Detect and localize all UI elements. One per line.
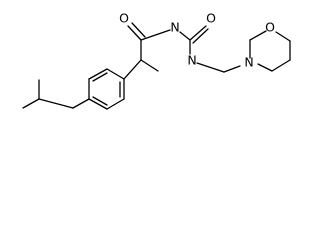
bond-urea-double-2 [192, 28, 209, 44]
bond-ring-inner-3 [92, 96, 108, 106]
bond-ch-methyl [140, 59, 159, 72]
bond-n-to-urea-c [179, 31, 191, 41]
bond-morpholine-6 [257, 63, 273, 72]
bond-ring-to-ch [123, 59, 142, 80]
bond-isobutyl-methyl-1 [22, 98, 40, 109]
chemical-structure-diagram: O N O N N O [22, 11, 291, 110]
bond-urea-double-1 [189, 25, 207, 41]
bond-n-to-ch2 [196, 62, 225, 73]
bond-ring-2 [88, 68, 108, 80]
bond-ch2-to-morpholine-n [223, 65, 241, 73]
atom-label-amide-nitrogen: N [170, 20, 179, 35]
bond-isobutyl-ch-ch2 [38, 98, 74, 109]
atom-label-morpholine-oxygen: O [265, 20, 275, 35]
bond-ring-6 [88, 98, 108, 110]
bond-lines [22, 22, 291, 110]
atom-label-morpholine-nitrogen: N [244, 55, 253, 70]
atom-label-amide-oxygen: O [119, 11, 129, 26]
bond-isobutyl-ch2-ring [72, 98, 90, 109]
bond-morpholine-3 [275, 31, 291, 42]
atom-label-urea-nitrogen: N [187, 53, 196, 68]
bond-ring-3 [106, 68, 125, 80]
bond-carbonyl-to-n [140, 29, 171, 41]
bond-carbonyl-double-2 [131, 22, 146, 38]
bond-carbonyl-double-1 [127, 25, 142, 41]
bond-ring-5 [106, 98, 125, 110]
bond-morpholine-2 [249, 30, 267, 41]
bond-morpholine-5 [271, 59, 291, 72]
bond-ring-inner-1 [92, 72, 108, 82]
atom-labels: O N O N N O [119, 11, 275, 70]
atom-label-urea-oxygen: O [206, 11, 216, 26]
